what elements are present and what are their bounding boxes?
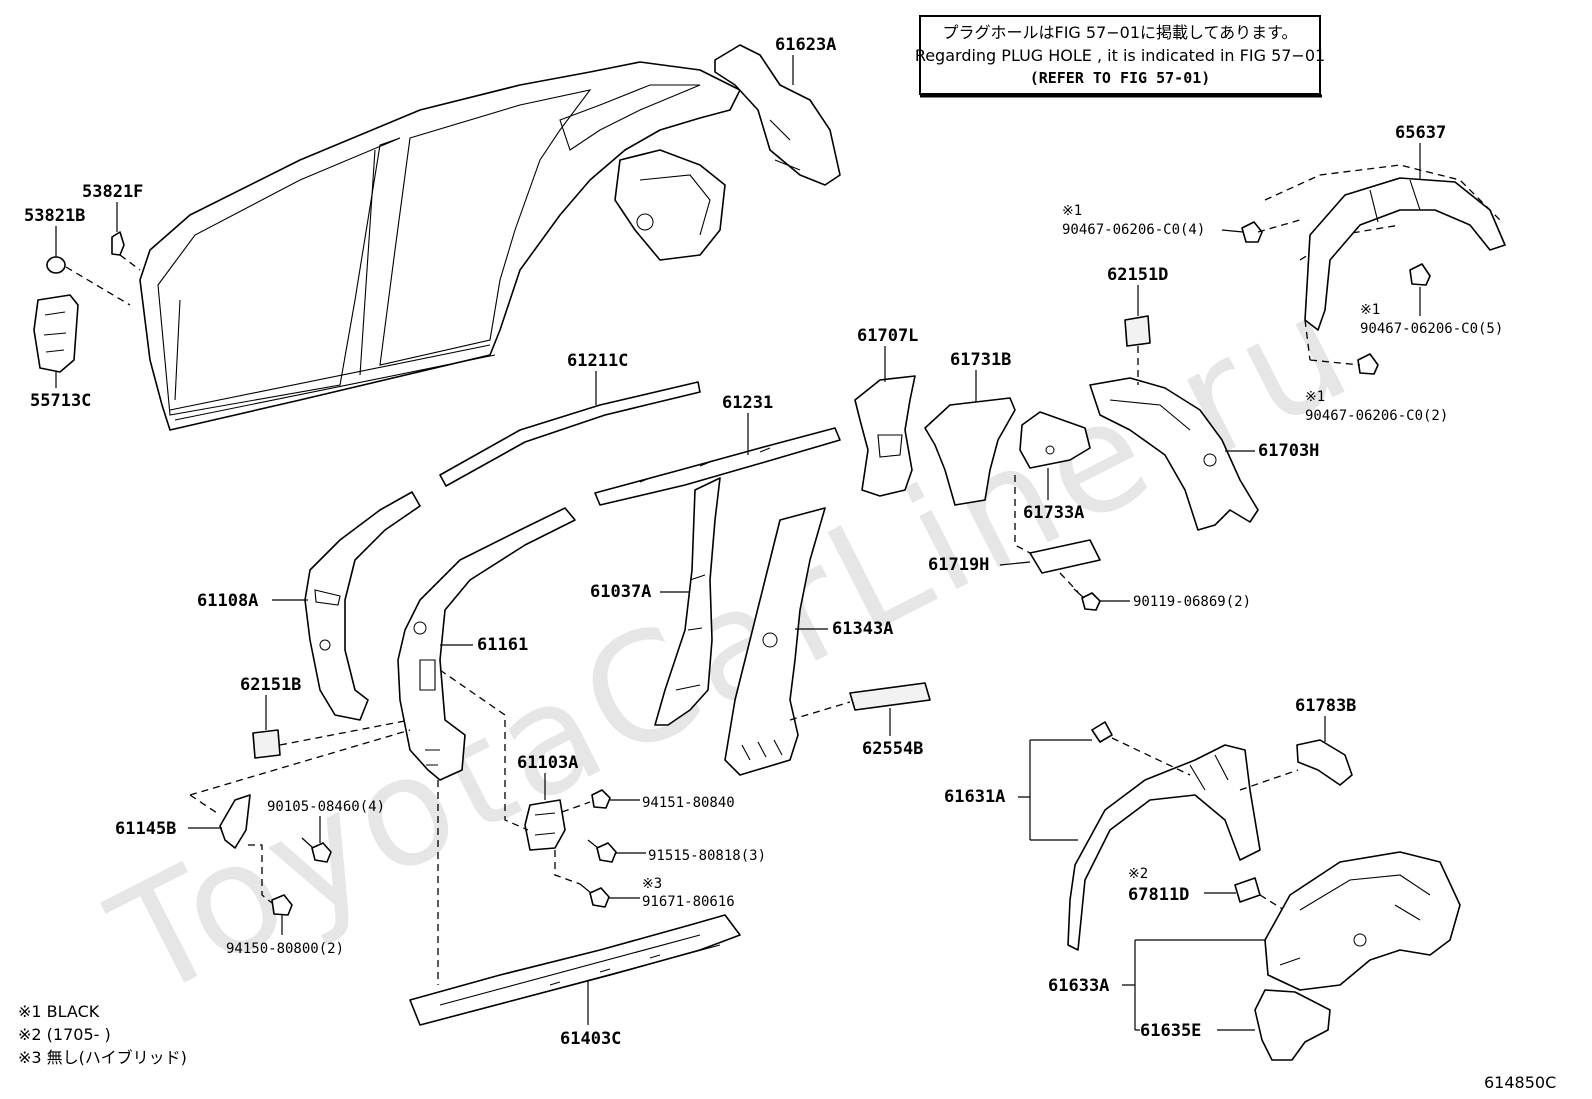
label-61633A: 61633A <box>1048 976 1109 996</box>
label-61231: 61231 <box>722 393 773 413</box>
label-61731B: 61731B <box>950 350 1011 370</box>
part-61103A[interactable] <box>524 799 566 851</box>
part-61343A[interactable] <box>724 507 826 776</box>
label-94150-80800: 94150-80800(2) <box>226 941 344 957</box>
label-61623A: 61623A <box>775 35 836 55</box>
part-61403C[interactable] <box>409 914 741 1026</box>
part-61631A[interactable] <box>1067 744 1261 951</box>
part-61703H[interactable] <box>1089 377 1259 531</box>
part-62151B[interactable] <box>252 729 281 759</box>
label-61631A: 61631A <box>944 787 1005 807</box>
label-91515-80818: 91515-80818(3) <box>648 848 766 864</box>
part-61731B[interactable] <box>924 397 1016 506</box>
bolt-91671-80616[interactable] <box>579 883 610 908</box>
part-67811D[interactable] <box>1234 877 1261 903</box>
bolt-90105-08460[interactable] <box>301 837 332 863</box>
label-91671-80616: 91671-80616 <box>642 894 735 910</box>
part-61631A-clip[interactable] <box>1091 721 1113 743</box>
label-clip-4: 90467-06206-C0(4) <box>1062 222 1205 238</box>
part-55713C[interactable] <box>33 294 79 373</box>
part-61783B[interactable] <box>1296 739 1353 786</box>
label-94151-80840: 94151-80840 <box>642 795 735 811</box>
label-61161: 61161 <box>477 635 528 655</box>
label-61103A: 61103A <box>517 753 578 773</box>
label-61403C: 61403C <box>560 1029 621 1049</box>
part-61161[interactable] <box>397 507 576 781</box>
part-61719H[interactable] <box>1029 539 1101 574</box>
nut-94150-80800[interactable] <box>271 894 293 916</box>
label-clip-4-mark: ※1 <box>1062 203 1082 219</box>
label-61037A: 61037A <box>590 582 651 602</box>
part-61211C[interactable] <box>439 381 701 487</box>
label-61343A: 61343A <box>832 619 893 639</box>
label-61733A: 61733A <box>1023 503 1084 523</box>
label-61635E: 61635E <box>1140 1021 1201 1041</box>
footnote-1: ※1 BLACK <box>18 1002 100 1021</box>
label-62151D: 62151D <box>1107 265 1168 285</box>
notice-line-3: (REFER TO FIG 57-01) <box>1030 69 1211 87</box>
label-62554B: 62554B <box>862 739 923 759</box>
body-side-outer-panel[interactable] <box>139 61 741 431</box>
label-61703H: 61703H <box>1258 441 1319 461</box>
part-65637[interactable] <box>1264 164 1506 361</box>
part-61733A[interactable] <box>1019 411 1091 469</box>
part-53821F[interactable] <box>111 231 125 256</box>
label-67811D: 67811D <box>1128 885 1189 905</box>
label-53821F: 53821F <box>82 182 143 202</box>
label-65637: 65637 <box>1395 123 1446 143</box>
footnote-3: ※3 無し(ハイブリッド) <box>18 1048 187 1067</box>
label-clip-5: 90467-06206-C0(5) <box>1360 321 1503 337</box>
clip-90467-4[interactable] <box>1241 221 1263 243</box>
label-91671-80616-mark: ※3 <box>642 876 662 892</box>
bolt-94151-80840[interactable] <box>591 789 611 809</box>
part-61633A[interactable] <box>1264 851 1461 991</box>
bolt-91515-80818[interactable] <box>587 839 617 863</box>
part-61635E[interactable] <box>1254 989 1331 1061</box>
figure-id: 614850C <box>1484 1073 1556 1092</box>
label-61719H: 61719H <box>928 555 989 575</box>
notice-line-2: Regarding PLUG HOLE , it is indicated in… <box>915 46 1325 65</box>
part-62554B[interactable] <box>849 682 931 711</box>
part-61231[interactable] <box>594 427 841 506</box>
clip-90467-5[interactable] <box>1409 263 1431 286</box>
part-61108A[interactable] <box>304 491 421 721</box>
label-clip-5-mark: ※1 <box>1360 302 1380 318</box>
notice-box: プラグホールはFIG 57−01に掲載してあります。 Regarding PLU… <box>915 15 1325 98</box>
part-61623A[interactable] <box>714 44 841 186</box>
part-53821B[interactable] <box>46 256 66 274</box>
part-61707L[interactable] <box>854 375 916 497</box>
label-61145B: 61145B <box>115 819 176 839</box>
part-62151D[interactable] <box>1124 315 1151 347</box>
bolt-90119-06869[interactable] <box>1073 588 1101 611</box>
label-61211C: 61211C <box>567 351 628 371</box>
clip-90467-2[interactable] <box>1357 353 1379 375</box>
label-62151B: 62151B <box>240 675 301 695</box>
label-clip-2: 90467-06206-C0(2) <box>1305 408 1448 424</box>
label-61707L: 61707L <box>857 326 918 346</box>
label-55713C: 55713C <box>30 391 91 411</box>
label-61108A: 61108A <box>197 591 258 611</box>
label-53821B: 53821B <box>24 206 85 226</box>
part-61037A[interactable] <box>654 477 721 726</box>
footnote-2: ※2 (1705- ) <box>18 1025 111 1044</box>
label-67811D-mark: ※2 <box>1128 866 1148 882</box>
label-bolt-90119-06869: 90119-06869(2) <box>1133 594 1251 610</box>
label-61783B: 61783B <box>1295 696 1356 716</box>
label-clip-2-mark: ※1 <box>1305 389 1325 405</box>
part-61145B[interactable] <box>219 794 251 849</box>
notice-line-1: プラグホールはFIG 57−01に掲載してあります。 <box>943 23 1298 42</box>
label-90105-08460: 90105-08460(4) <box>267 799 385 815</box>
